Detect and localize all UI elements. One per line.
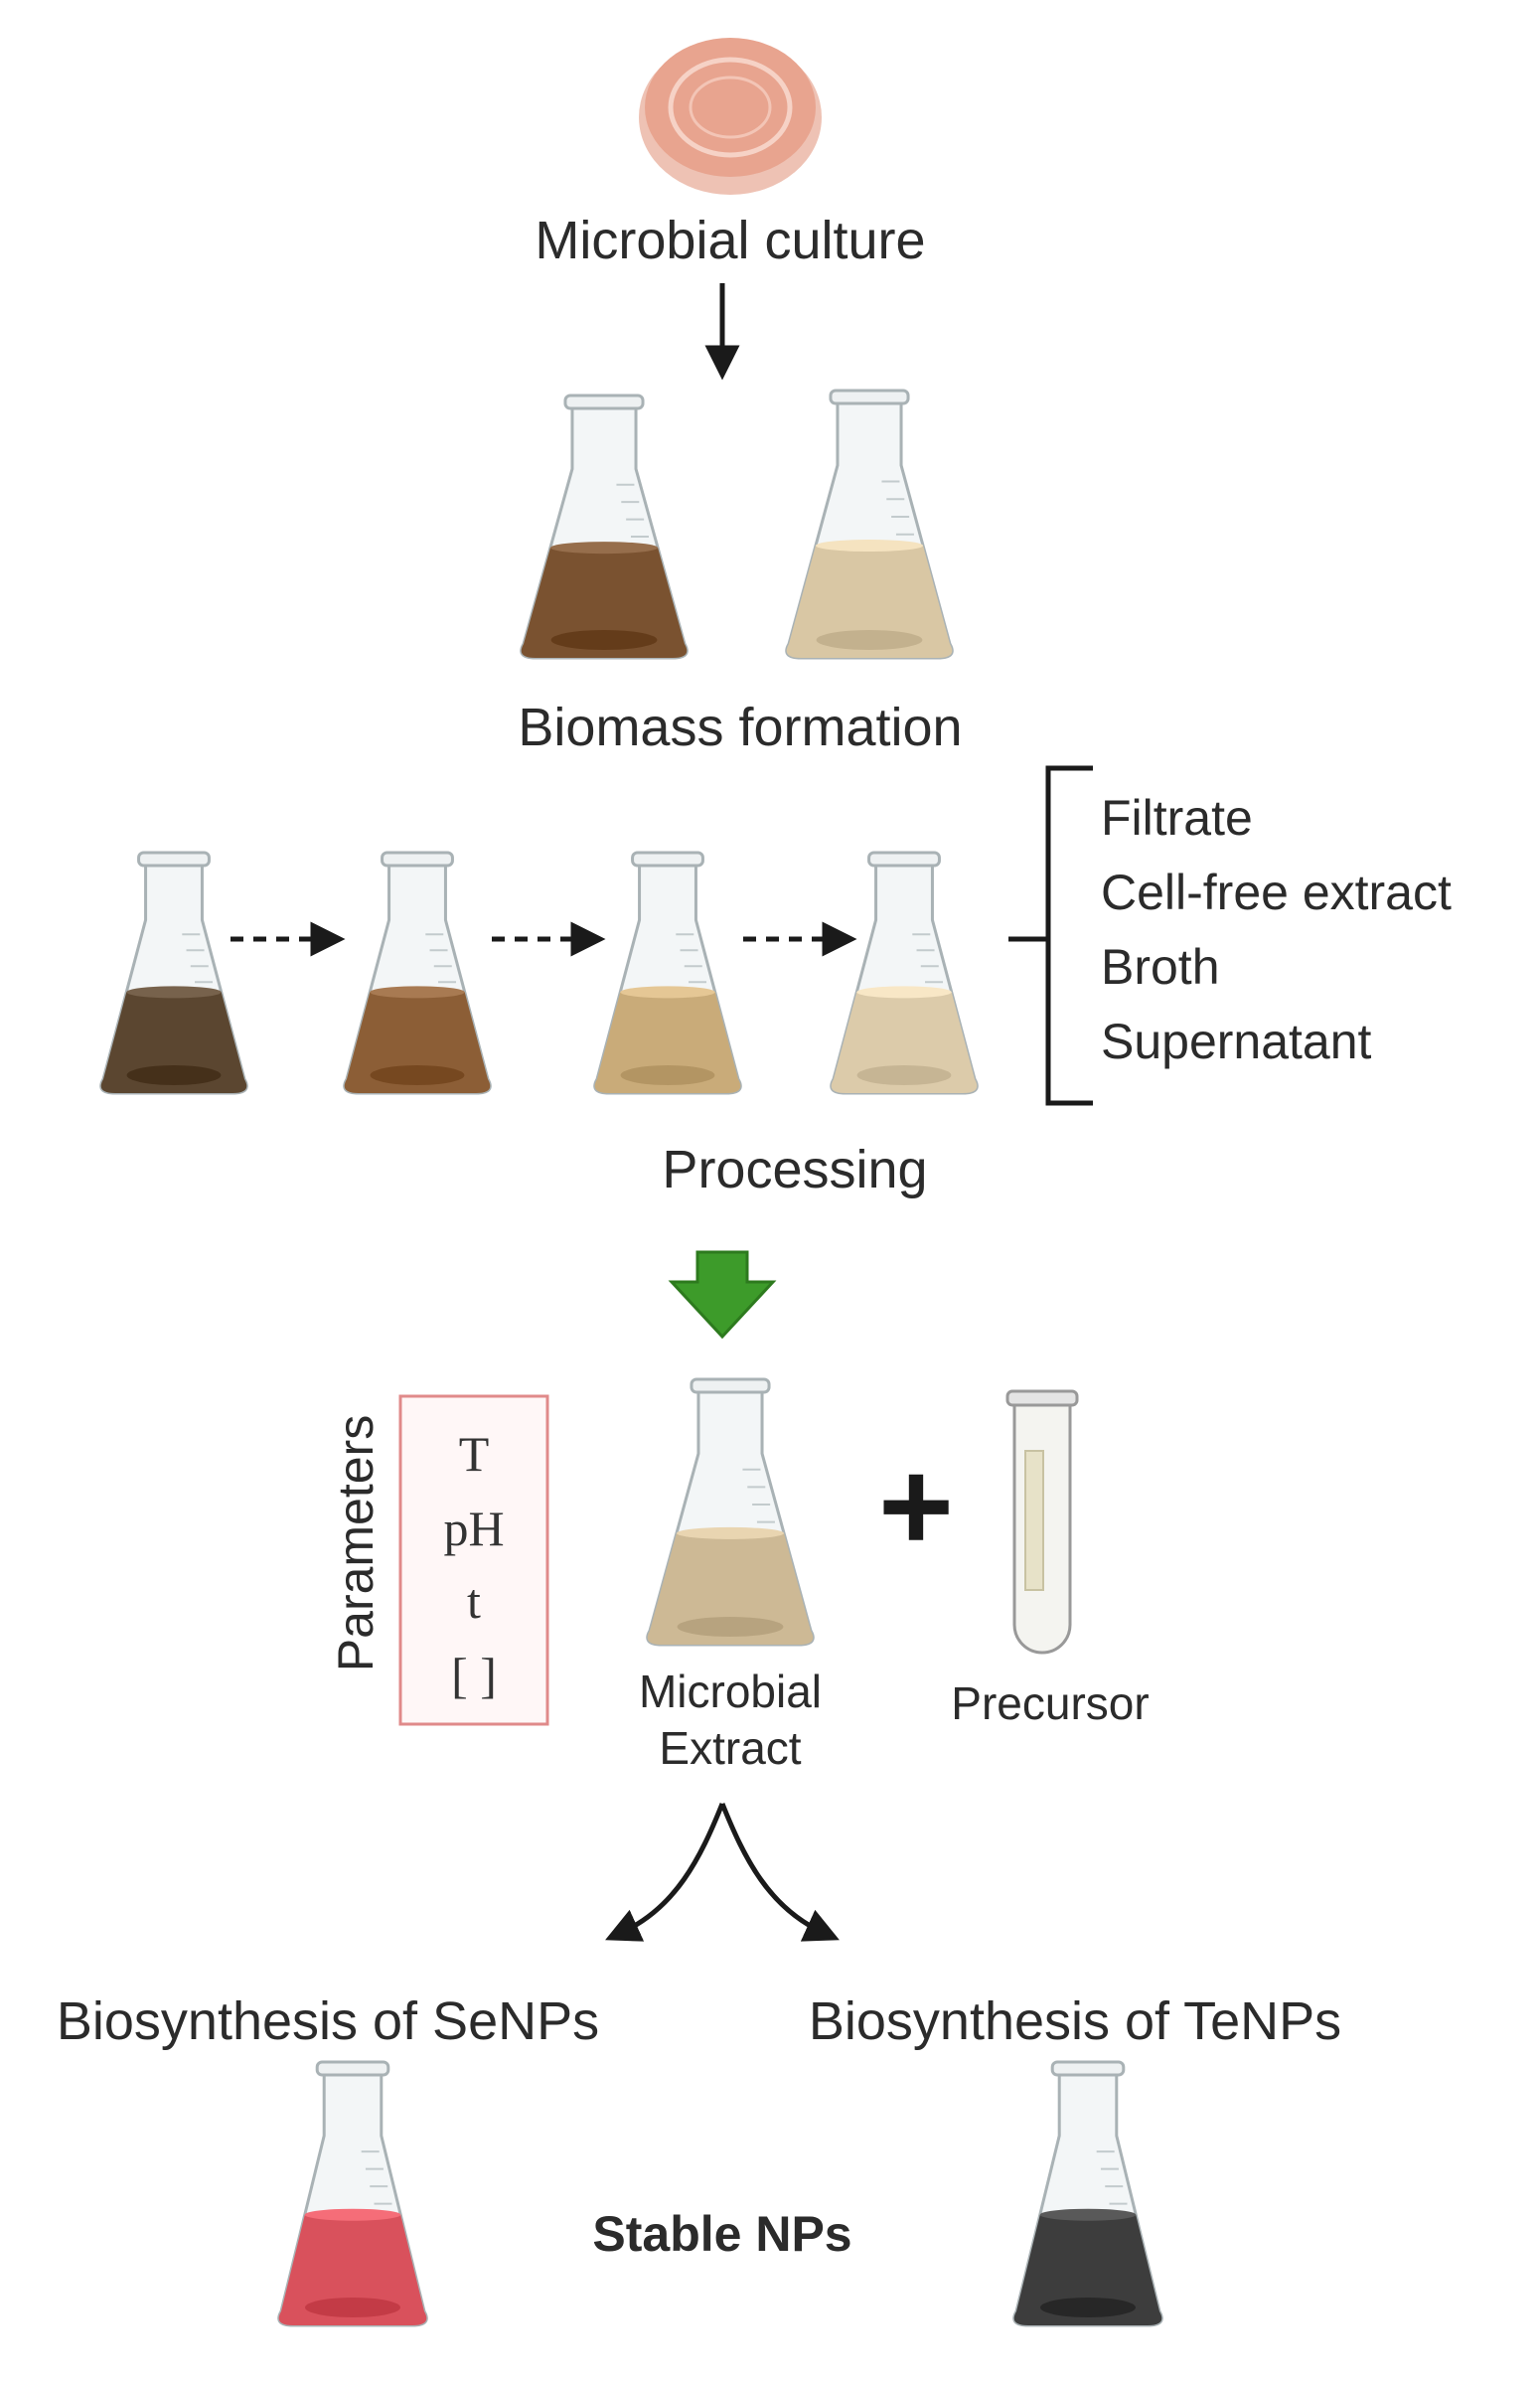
curved-arrow-icon [719, 1803, 840, 1942]
bracket-icon [1008, 765, 1093, 1106]
erlenmeyer-flask-icon [343, 851, 492, 1095]
erlenmeyer-flask-icon [646, 1377, 815, 1647]
processing-label: Processing [662, 1140, 927, 1199]
product-item: Cell-free extract [1101, 865, 1452, 920]
petri-dish-icon [639, 38, 822, 195]
parameters-list: T pH t [ ] [443, 1426, 504, 1703]
extract-flask [646, 1377, 815, 1647]
erlenmeyer-flask-icon [1012, 2060, 1163, 2327]
erlenmeyer-flask-icon [277, 2060, 428, 2327]
extract-label-line2: Extract [659, 1722, 801, 1774]
erlenmeyer-flask-icon [785, 389, 954, 660]
erlenmeyer-flask-icon [520, 394, 689, 660]
erlenmeyer-flask-icon [593, 851, 742, 1095]
biomass-flasks [520, 389, 954, 660]
test-tube-icon [1005, 1389, 1079, 1655]
final-flasks [277, 2060, 1163, 2327]
product-item: Supernatant [1101, 1014, 1372, 1069]
green-arrow-icon [668, 1250, 777, 1340]
parameter-item: T [459, 1426, 490, 1482]
erlenmeyer-flask-icon [830, 851, 979, 1095]
extract-label-line1: Microbial [639, 1666, 822, 1717]
parameter-item: [ ] [451, 1648, 497, 1703]
stable-nps-label: Stable NPs [592, 2206, 851, 2262]
parameters-title: Parameters [328, 1415, 384, 1671]
curved-arrow-icon [605, 1803, 725, 1942]
biomass-formation-label: Biomass formation [518, 698, 962, 757]
microbial-culture-label: Microbial culture [535, 211, 925, 270]
product-item: Broth [1101, 939, 1220, 995]
plus-symbol: + [878, 1433, 954, 1578]
senp-label: Biosynthesis of SeNPs [57, 1991, 599, 2051]
erlenmeyer-flask-icon [99, 851, 248, 1095]
products-list: Filtrate Cell-free extract Broth Superna… [1101, 790, 1452, 1069]
parameter-item: t [467, 1573, 481, 1629]
parameter-item: pH [443, 1501, 504, 1556]
processing-flasks [99, 851, 979, 1095]
precursor-label: Precursor [951, 1677, 1149, 1729]
parameters-box [398, 1394, 549, 1726]
tenp-label: Biosynthesis of TeNPs [809, 1991, 1341, 2051]
product-item: Filtrate [1101, 790, 1253, 846]
